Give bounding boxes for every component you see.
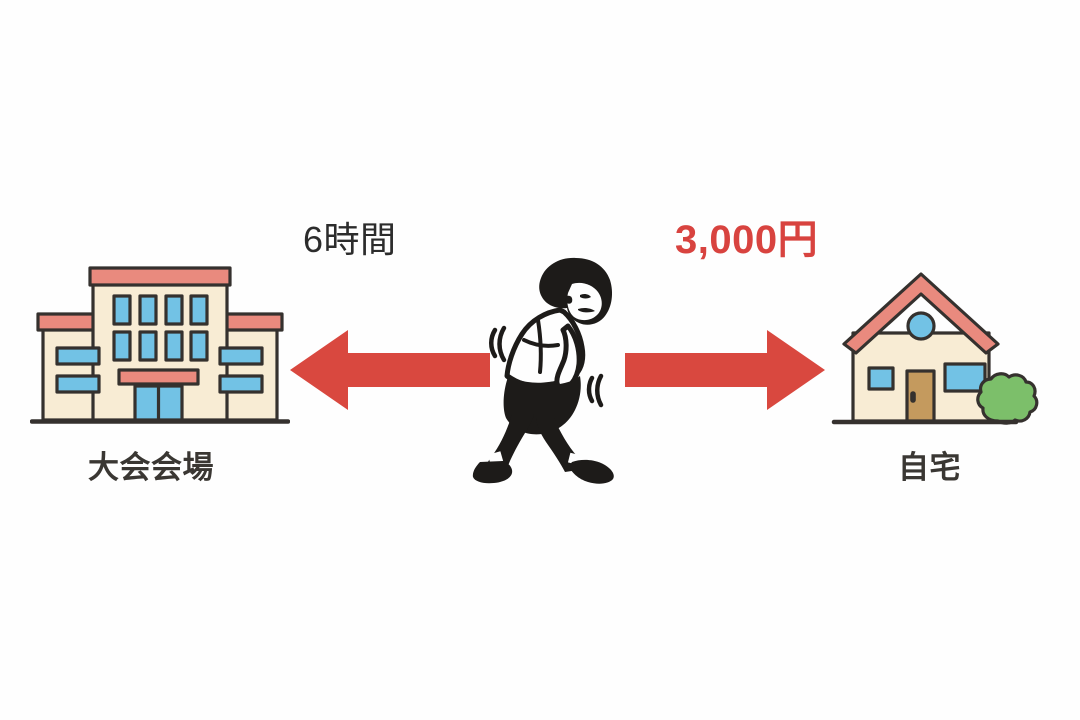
arrow-right-icon [625,325,825,415]
travel-time-label: 6時間 [303,219,397,260]
arrow-left-icon [290,325,490,415]
motion-lines-icon [489,325,604,408]
tired-walking-person-icon [468,248,638,490]
home-caption: 自宅 [898,450,961,485]
venue-caption: 大会会場 [88,450,214,485]
travel-cost-label: 3,000円 [675,218,819,262]
bush-icon [976,372,1039,425]
house-icon [826,258,1056,434]
building-icon [29,258,291,434]
